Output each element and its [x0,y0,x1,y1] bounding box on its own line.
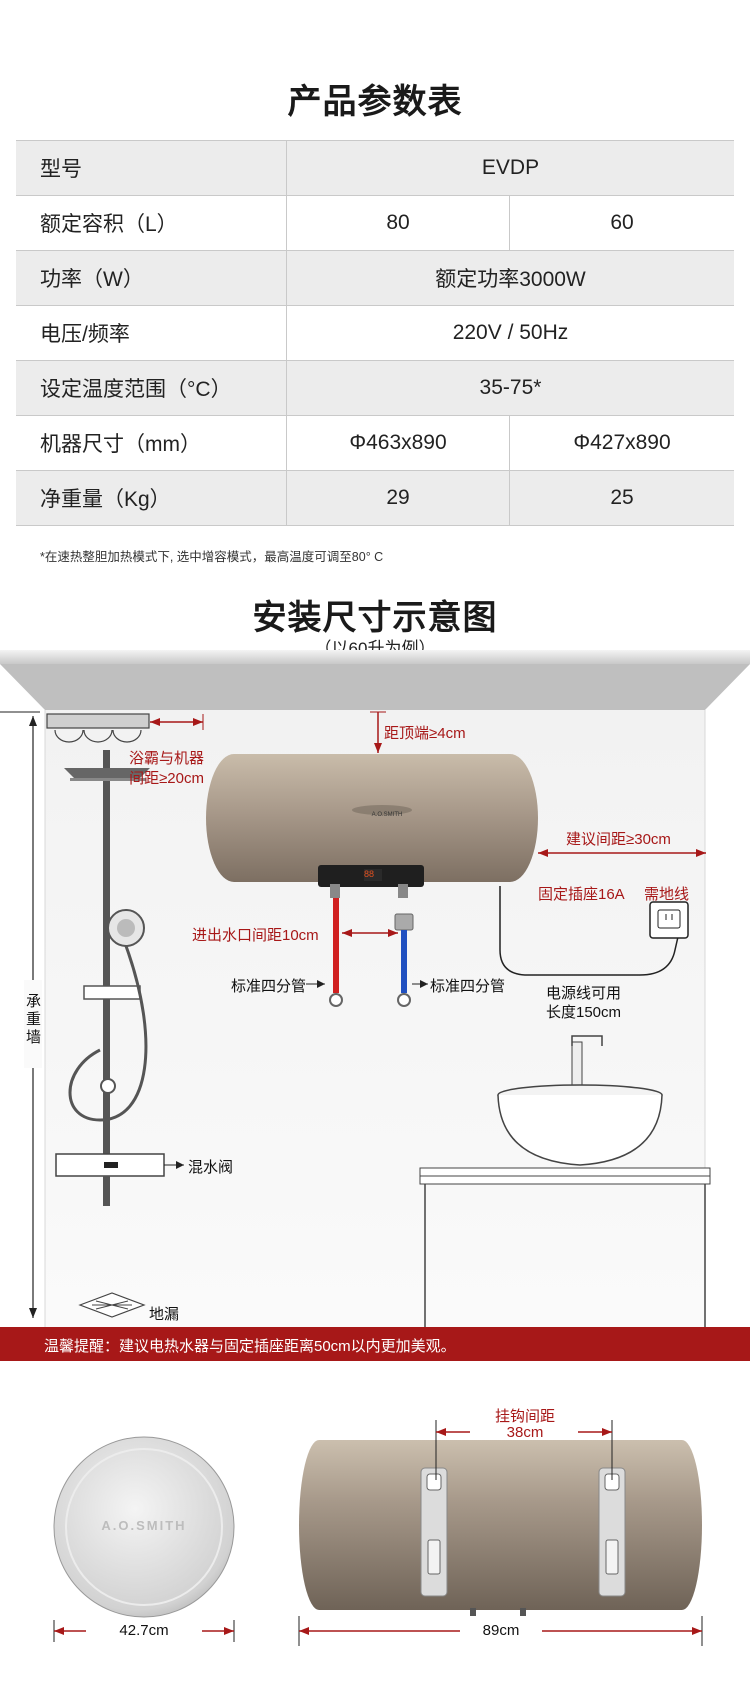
row-value: Φ463x890 [286,415,510,471]
drain-icon [78,1292,146,1318]
pipe-hot [329,884,343,1007]
row-label: 电压/频率 [16,305,287,361]
ceiling [0,650,750,664]
cable-label-1: 电源线可用 [546,985,622,1002]
diameter-label: 42.7cm [119,1622,169,1639]
tip-banner: 温馨提醒：建议电热水器与固定插座距离50cm以内更加美观。 [0,1327,750,1361]
wall-label-3: 墙 [26,1029,42,1046]
pipe-cold [394,884,414,1007]
row-value: EVDP [286,140,734,196]
hook-gap-label-1: 挂钩间距 [494,1408,555,1425]
table-row: 机器尺寸（mm） Φ463x890 Φ427x890 [16,415,734,471]
drain-label: 地漏 [149,1306,180,1323]
install-diagram [0,650,750,1327]
dimension-diagram [53,1420,703,1646]
table-row: 净重量（Kg） 29 25 [16,470,734,526]
row-label: 额定容积（L） [16,195,287,251]
table-row: 设定温度范围（°C） 35-75* [16,360,734,416]
row-label: 净重量（Kg） [16,470,287,526]
table-row: 电压/频率 220V / 50Hz [16,305,734,361]
row-value: 25 [509,470,734,526]
top-gap-arrow [370,711,386,753]
socket-label: 固定插座16A [538,886,625,903]
table-row: 型号 EVDP [16,140,734,196]
pipe-left-label: 标准四分管 [231,978,307,995]
row-label: 机器尺寸（mm） [16,415,287,471]
spec-footnote: *在速热整胆加热模式下, 选中增容模式，最高温度可调至80° C [40,550,384,564]
top-gap-label: 距顶端≥4cm [384,725,466,742]
wall-label-1: 承 [26,993,42,1010]
ceiling-edge [0,664,750,710]
heater-gap-label-1: 浴霸与机器 [128,750,204,767]
power-cable [499,886,681,976]
pipe-gap-arrow [342,929,398,937]
shower-icon [55,750,165,1206]
ground-label: 需地线 [644,886,690,903]
cable-label-2: 长度150cm [546,1004,622,1021]
row-value: Φ427x890 [509,415,734,471]
wall-height-arrow [0,711,42,1318]
row-value: 35-75* [286,360,734,416]
tip-text: 温馨提醒：建议电热水器与固定插座距离50cm以内更加美观。 [44,1338,456,1355]
wall-label-2: 重 [26,1011,42,1028]
side-gap-label: 建议间距≥30cm [566,831,671,848]
spec-table: 型号 EVDP 额定容积（L） 80 60 功率（W） 额定功率3000W 电压… [16,140,734,526]
pipe-gap-label: 进出水口间距10cm [192,927,319,944]
row-value: 220V / 50Hz [286,305,734,361]
row-label: 设定温度范围（°C） [16,360,287,416]
socket-icon [649,901,689,939]
row-label: 型号 [16,140,287,196]
length-arrow [298,1616,703,1646]
hook-gap-arrow [435,1420,613,1480]
sink-icon [419,1035,711,1327]
install-title: 安装尺寸示意图 [252,599,498,637]
hook-bracket-right [598,1467,626,1597]
row-value: 额定功率3000W [286,250,734,306]
bath-heater-icon [46,713,150,743]
diameter-arrow [53,1620,235,1642]
tank-side-view [299,1440,702,1616]
table-row: 额定容积（L） 80 60 [16,195,734,251]
water-heater-tank [206,754,538,882]
tank-brand: A.O.SMITH [371,812,403,818]
length-label: 89cm [482,1622,520,1639]
row-label: 功率（W） [16,250,287,306]
row-value: 29 [286,470,510,526]
table-row: 功率（W） 额定功率3000W [16,250,734,306]
control-panel [318,865,424,887]
pipe-right-label: 标准四分管 [430,978,506,995]
hook-bracket-left [420,1467,448,1597]
hook-gap-label-2: 38cm [506,1424,544,1441]
row-value: 80 [286,195,510,251]
row-value: 60 [509,195,734,251]
end-cap-brand: A.O.SMITH [101,1518,187,1533]
params-title: 产品参数表 [287,83,463,121]
tank-end-view [53,1436,235,1618]
mixer-label: 混水阀 [188,1159,234,1176]
heater-gap-label-2: 间距≥20cm [129,770,204,787]
side-gap-arrow [538,849,706,857]
panel-display: 88 [364,869,375,879]
